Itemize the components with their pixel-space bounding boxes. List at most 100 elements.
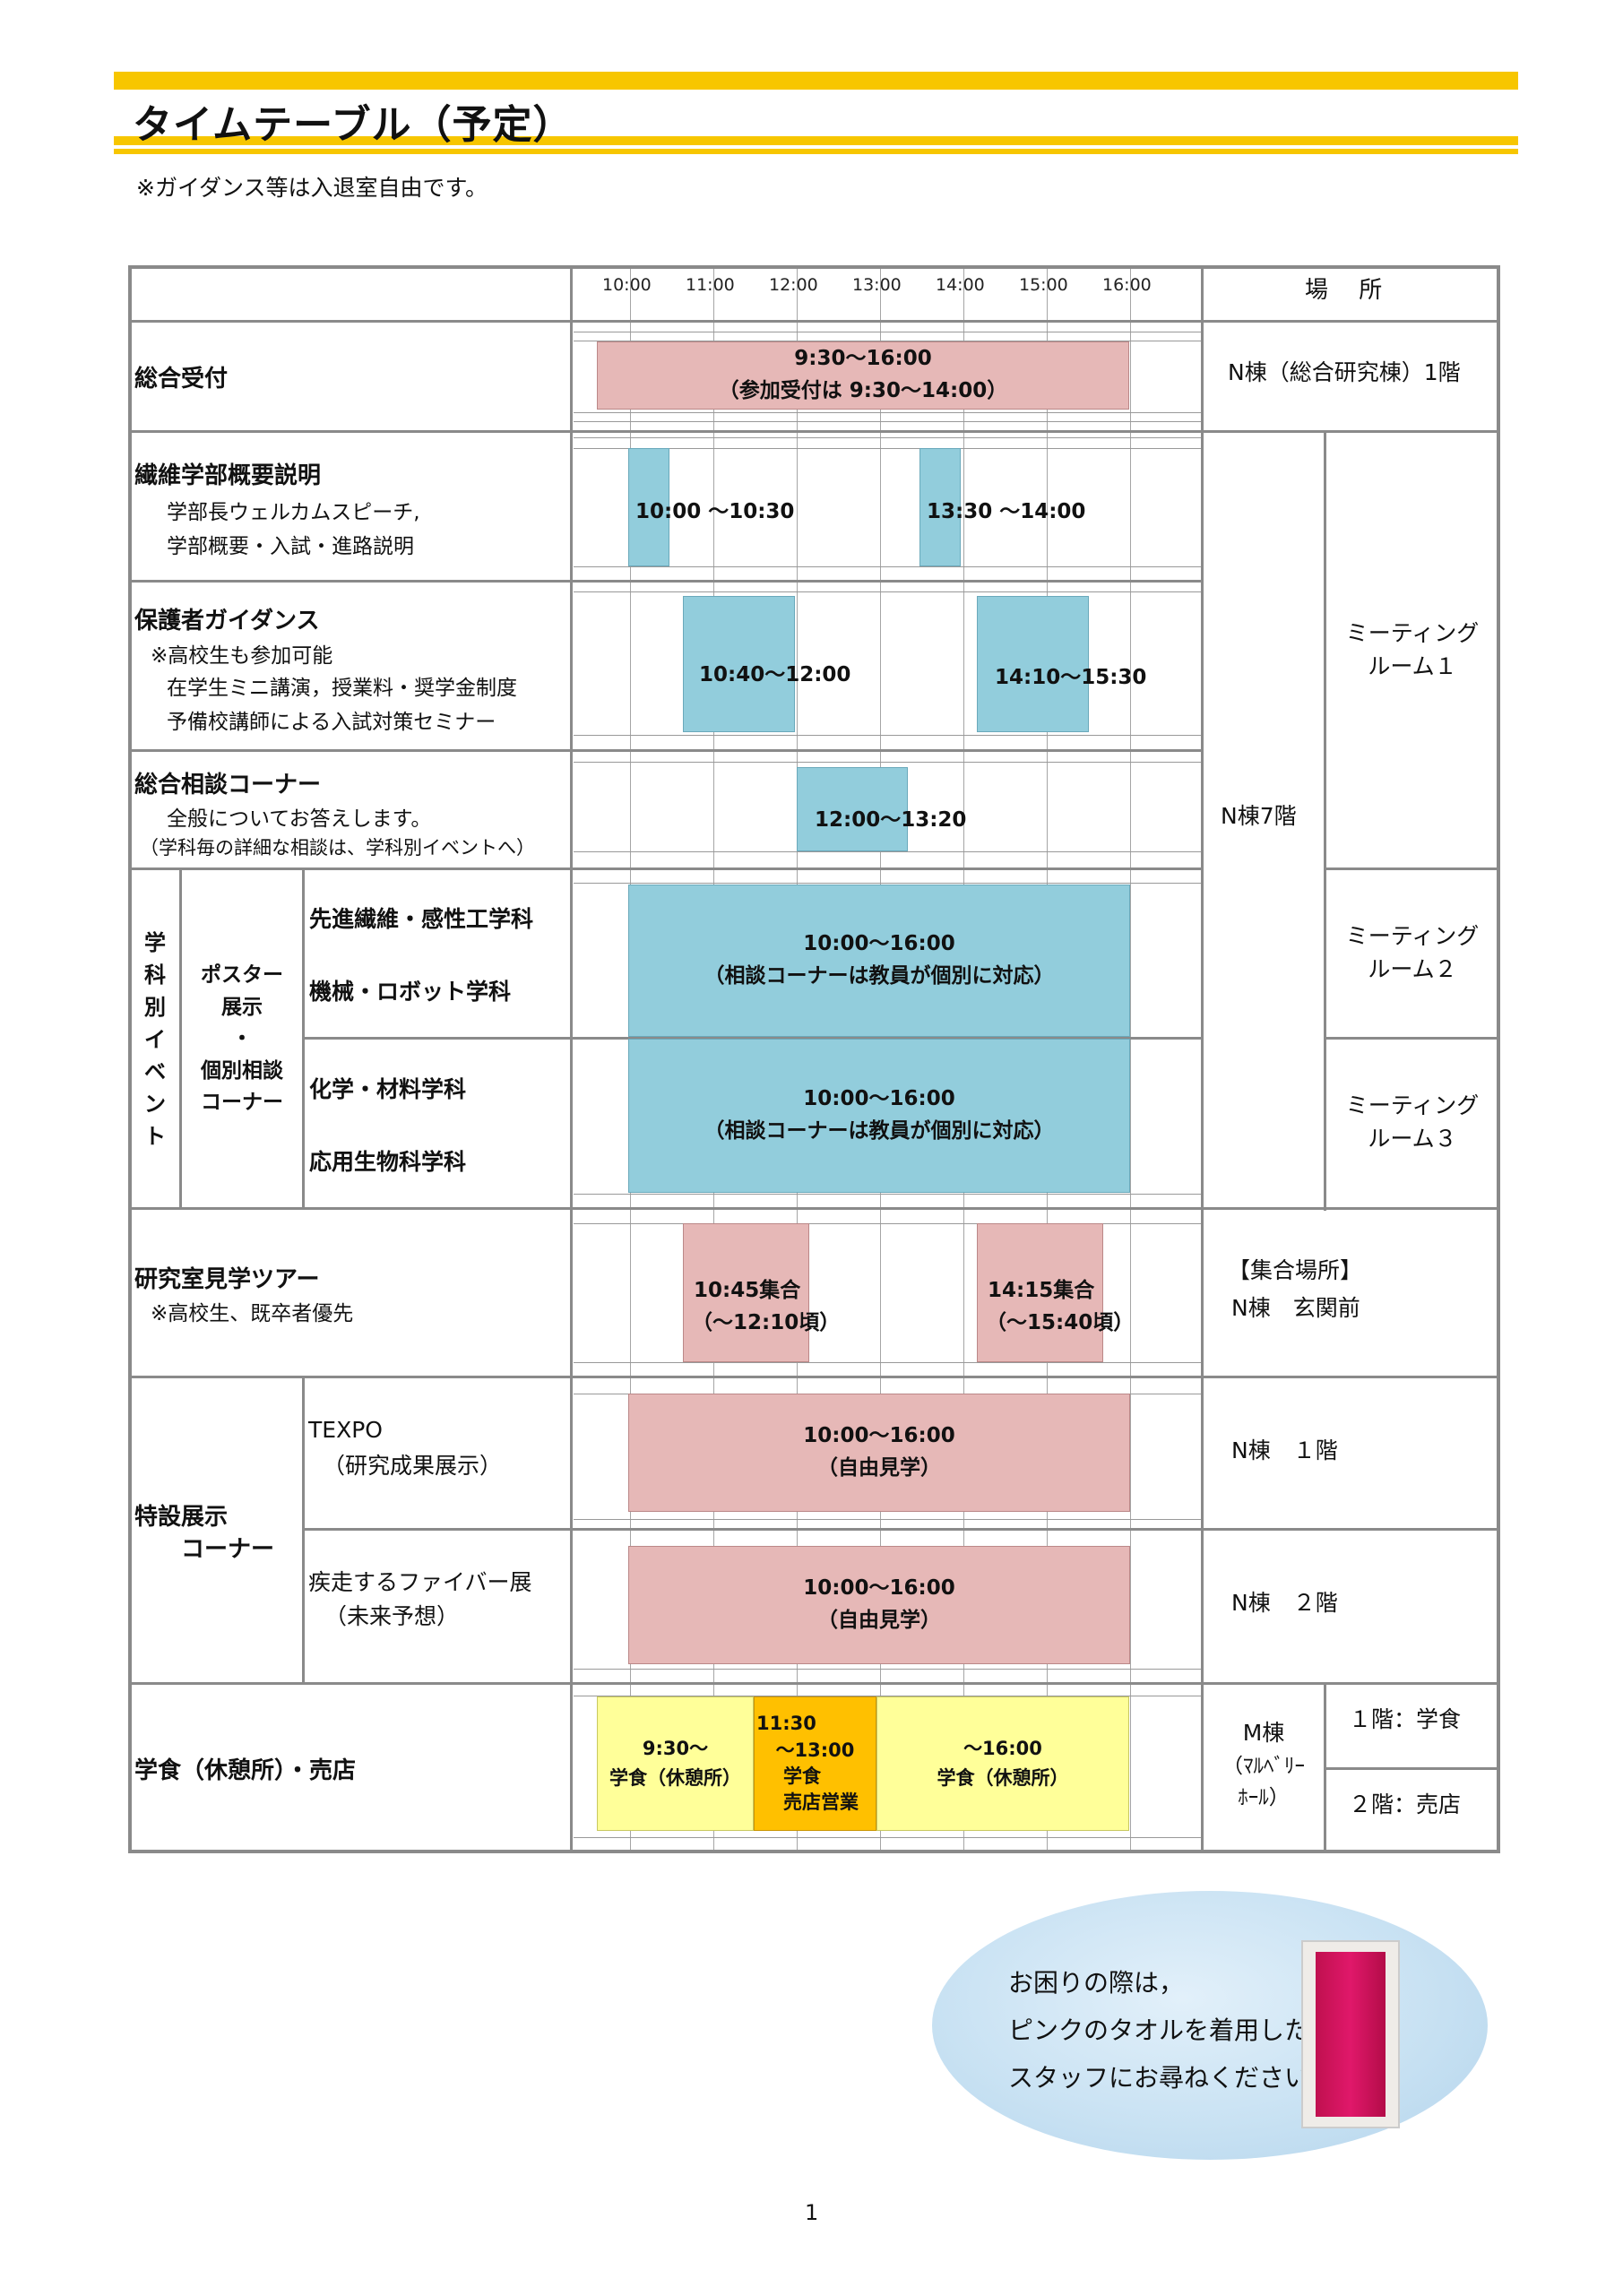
row-line: [1324, 1037, 1498, 1040]
row-line: [302, 1037, 1201, 1040]
parents-bar2: [977, 596, 1089, 732]
row-line: [130, 1682, 1498, 1685]
consult-sub2: （学科毎の詳細な相談は、学科別イベントへ）: [140, 837, 535, 859]
title-band-top: [114, 72, 1518, 90]
tick-11: 11:00: [686, 275, 735, 295]
timetable: [128, 265, 1500, 1853]
place-n7: N棟7階: [1221, 803, 1297, 829]
tick-12: 12:00: [769, 275, 818, 295]
thin-h: [574, 1223, 1201, 1224]
thin-h: [574, 1194, 1201, 1195]
labtour-bar1: [683, 1223, 809, 1362]
parents-bar2-text: 14:10～15:30: [995, 666, 1147, 689]
dept-side-label: 学 科 別 イ ベ ン ト: [144, 930, 166, 1149]
cafeteria-floor1: １階：学食: [1349, 1706, 1462, 1732]
row-line: [130, 749, 1201, 752]
parents-sub2: 在学生ミニ講演，授業料・奨学金制度: [167, 677, 517, 700]
parents-bar1-text: 10:40～12:00: [699, 663, 851, 686]
thin-h: [574, 566, 1201, 567]
thin-h: [574, 1362, 1201, 1363]
reception-place: N棟（総合研究棟）1階: [1228, 359, 1461, 385]
tick-15: 15:00: [1019, 275, 1068, 295]
dept-bar-1: 10:00～16:00 （相談コーナーは教員が個別に対応）: [628, 885, 1130, 1037]
cafeteria-place-main: M棟 （ﾏﾙﾍﾞﾘｰ ﾎｰﾙ）: [1222, 1719, 1305, 1810]
labtour-label: 研究室見学ツアー: [134, 1266, 320, 1293]
tick-16: 16:00: [1102, 275, 1152, 295]
thin-h: [574, 412, 1201, 413]
overview-sub2: 学部概要・入試・進路説明: [167, 535, 414, 558]
consult-bar-text: 12:00～13:20: [815, 808, 967, 832]
row-line: [1324, 1767, 1498, 1770]
labtour-sub: ※高校生、既卒者優先: [151, 1302, 354, 1325]
labtour-bar2-a: 14:15集合: [988, 1279, 1095, 1302]
thin-h: [574, 1669, 1201, 1670]
tick-10: 10:00: [602, 275, 652, 295]
grid-16: [1130, 269, 1131, 1850]
overview-bar1: [628, 448, 669, 566]
consult-bar: [797, 767, 908, 851]
header-place: 場 所: [1305, 277, 1383, 304]
exhibit-bar-2: 10:00～16:00 （自由見学）: [628, 1546, 1130, 1664]
title-band-bottom: [114, 136, 1518, 145]
exhibit-place1: N棟 １階: [1231, 1437, 1338, 1463]
exhibit-item1-b: （研究成果展示）: [323, 1453, 503, 1479]
help-line2: ピンクのタオルを着用した: [1008, 2015, 1310, 2045]
title-band-bottom-2: [114, 149, 1518, 154]
col-line-dept-b: [302, 869, 305, 1210]
place-room1: ミーティング ルーム１: [1345, 619, 1480, 680]
row-line: [130, 1207, 1498, 1210]
page-note: ※ガイダンス等は入退室自由です。: [136, 175, 488, 201]
tick-13: 13:00: [852, 275, 902, 295]
labtour-place2: N棟 玄関前: [1231, 1295, 1360, 1321]
parents-label: 保護者ガイダンス: [134, 608, 320, 634]
pink-towel: [1316, 1952, 1386, 2117]
labtour-bar2-b: （～15:40頃）: [986, 1311, 1135, 1334]
overview-sub1: 学部長ウェルカムスピーチ,: [167, 501, 420, 524]
cafeteria-bar3: ～16:00 学食（休憩所）: [876, 1696, 1129, 1831]
thin-h: [574, 421, 1201, 422]
exhibit-item2-b: （未来予想）: [324, 1603, 460, 1629]
thin-h: [574, 883, 1201, 884]
row-line: [130, 430, 1498, 433]
row-line: [130, 320, 1498, 323]
place-room2: ミーティング ルーム２: [1345, 922, 1480, 983]
dept-2: 機械・ロボット学科: [309, 979, 512, 1005]
reception-bar-time: 9:30～16:00: [794, 347, 932, 371]
exhibit-label-2: コーナー: [181, 1536, 275, 1563]
help-line1: お困りの際は，: [1008, 1968, 1185, 1998]
overview-bar2: [919, 448, 961, 566]
reception-bar-note: （参加受付は 9:30～14:00）: [718, 379, 1008, 402]
cafeteria-floor2: ２階：売店: [1349, 1791, 1462, 1817]
thin-h: [574, 591, 1201, 592]
dept-poster-label: ポスター 展示 ・ 個別相談 コーナー: [201, 962, 283, 1115]
row-line: [302, 1528, 1498, 1531]
page-title: タイムテーブル（予定）: [133, 102, 574, 148]
exhibit-label-1: 特設展示: [134, 1504, 229, 1531]
thin-h: [574, 851, 1201, 852]
labtour-bar1-b: （～12:10頃）: [692, 1311, 841, 1334]
consult-label: 総合相談コーナー: [134, 772, 322, 798]
page-number: 1: [805, 2200, 819, 2225]
thin-h: [574, 437, 1201, 438]
place-room3: ミーティング ルーム３: [1345, 1092, 1480, 1152]
reception-label: 総合受付: [134, 366, 229, 393]
cafeteria-label: 学食（休憩所）・売店: [134, 1757, 357, 1784]
dept-1: 先進繊維・感性工学科: [309, 906, 534, 932]
dept-4: 応用生物科学科: [309, 1149, 467, 1175]
exhibit-bar-1: 10:00～16:00 （自由見学）: [628, 1394, 1130, 1512]
overview-label: 繊維学部概要説明: [134, 462, 322, 489]
cafeteria-bar2: 11:30 ～13:00 学食 売店営業: [754, 1696, 876, 1831]
dept-3: 化学・材料学科: [309, 1076, 467, 1102]
help-line3: スタッフにお尋ねください。: [1008, 2063, 1335, 2093]
labtour-bar2: [977, 1223, 1103, 1362]
dept-bar-2: 10:00～16:00 （相談コーナーは教員が個別に対応）: [628, 1039, 1130, 1193]
exhibit-item1-a: TEXPO: [308, 1417, 383, 1443]
exhibit-item2-a: 疾走するファイバー展: [308, 1569, 532, 1595]
reception-bar: 9:30～16:00 （参加受付は 9:30～14:00）: [597, 341, 1129, 410]
tick-14: 14:00: [936, 275, 985, 295]
row-line: [130, 580, 1201, 583]
labtour-bar1-a: 10:45集合: [694, 1279, 801, 1302]
labtour-place1: 【集合場所】: [1228, 1257, 1363, 1283]
cafeteria-bar1: 9:30～ 学食（休憩所）: [597, 1696, 754, 1831]
col-line-label: [570, 267, 573, 1851]
